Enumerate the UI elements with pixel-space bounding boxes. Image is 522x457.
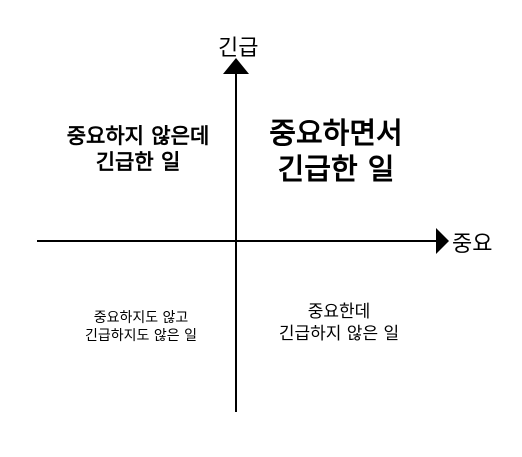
quadrant-bottom-right-line-2: 긴급하지 않은 일 — [278, 324, 400, 345]
quadrant-bottom-left-line-2: 긴급하지도 않은 일 — [85, 328, 197, 345]
quadrant-top-left-line-1: 중요하지 않은데 — [66, 124, 210, 148]
quadrant-bottom-right-line-1: 중요한데 — [307, 302, 371, 322]
x-axis-label: 중요 — [452, 232, 493, 257]
up-arrow-head — [223, 58, 249, 74]
quadrant-top-right: 중요하면서 긴급한 일 — [246, 115, 426, 188]
quadrant-top-left-line-2: 긴급한 일 — [95, 149, 181, 174]
quadrant-bottom-right: 중요한데 긴급하지 않은 일 — [254, 301, 424, 345]
quadrant-top-left: 중요하지 않은데 긴급한 일 — [38, 124, 238, 175]
y-axis-label: 긴급 — [218, 36, 259, 61]
quadrant-bottom-left-line-1: 중요하지도 않고 — [93, 310, 189, 326]
right-arrow-head — [436, 228, 449, 254]
quadrant-top-right-line-2: 긴급한 일 — [277, 152, 395, 187]
quadrant-bottom-left: 중요하지도 않고 긴급하지도 않은 일 — [56, 309, 226, 345]
quadrant-top-right-line-1: 중요하면서 — [269, 116, 403, 150]
